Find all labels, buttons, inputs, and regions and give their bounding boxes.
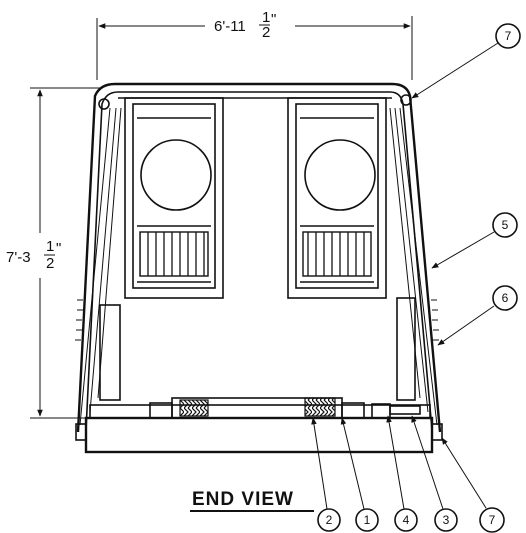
width-dimension-numerator: 1 xyxy=(262,9,270,26)
right-reel-slats xyxy=(302,231,372,277)
right-reel-assembly xyxy=(287,97,387,299)
view-title-text: END VIEW xyxy=(192,489,294,510)
corner-fitting-right xyxy=(400,94,412,106)
callout-3: 3 xyxy=(411,415,458,532)
base-platform xyxy=(84,416,434,454)
width-dimension: 6'-11 1 2 " xyxy=(96,9,413,80)
view-title: END VIEW xyxy=(190,489,314,512)
left-reel-slats xyxy=(139,231,209,277)
right-lower-panel xyxy=(396,297,416,401)
height-dimension-whole: 7'-3 xyxy=(6,249,31,266)
callout-label: 2 xyxy=(326,513,333,527)
callout-5: 5 xyxy=(431,212,518,269)
width-dimension-denominator: 2 xyxy=(262,24,270,41)
height-dimension: 7'-3 1 2 " xyxy=(6,87,100,419)
right-coupling xyxy=(304,397,336,417)
callout-4: 4 xyxy=(386,415,418,532)
vehicle-body xyxy=(75,82,442,433)
callout-label: 5 xyxy=(502,218,509,232)
width-dimension-suffix: " xyxy=(271,11,276,28)
left-lower-panel xyxy=(99,304,121,401)
left-end-cap xyxy=(75,423,87,441)
callout-label: 6 xyxy=(502,291,509,305)
callout-label: 3 xyxy=(443,513,450,527)
callout-label: 7 xyxy=(505,29,512,43)
width-dimension-whole: 6'-11 xyxy=(214,18,246,35)
callout-label: 1 xyxy=(364,513,371,527)
callout-7-bottom: 7 xyxy=(441,437,505,533)
right-reel-drum xyxy=(304,139,376,211)
callout-2: 2 xyxy=(311,417,341,532)
callout-6: 6 xyxy=(437,285,518,346)
height-dimension-suffix: " xyxy=(56,240,61,257)
right-end-cap xyxy=(431,423,443,441)
left-coupling xyxy=(179,399,209,417)
height-dimension-numerator: 1 xyxy=(46,238,54,255)
bracket-4 xyxy=(371,403,391,419)
left-reel-drum xyxy=(140,139,212,211)
callout-label: 7 xyxy=(489,513,496,527)
bracket-3 xyxy=(389,405,421,415)
height-dimension-denominator: 2 xyxy=(46,255,54,272)
callout-1: 1 xyxy=(340,417,379,532)
left-reel-assembly xyxy=(124,97,224,299)
callout-label: 4 xyxy=(403,513,410,527)
corner-fitting-left xyxy=(98,98,110,110)
callout-7-top: 7 xyxy=(411,23,521,99)
base-assembly xyxy=(75,397,443,454)
